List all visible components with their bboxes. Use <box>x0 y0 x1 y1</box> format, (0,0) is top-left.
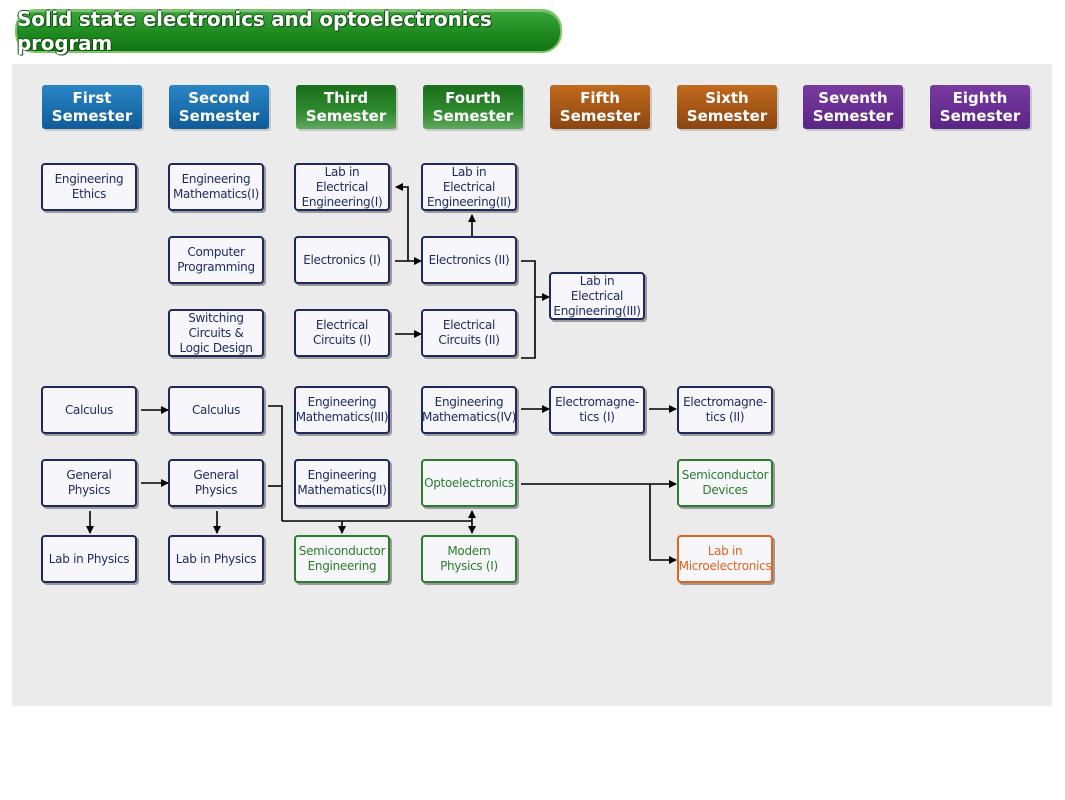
course-engineering-math-4: Engineering Mathematics(IV) <box>421 386 517 434</box>
course-engineering-math-2: Engineering Mathematics(II) <box>294 459 390 507</box>
course-engineering-ethics: Engineering Ethics <box>41 163 137 211</box>
line-calculus2-bus <box>268 405 283 521</box>
course-semiconductor-engineering: Semiconductor Engineering <box>294 535 390 583</box>
course-switching-circuits: Switching Circuits & Logic Design <box>168 309 264 357</box>
course-lab-ee-3: Lab in Electrical Engineering(III) <box>549 272 645 320</box>
course-electromagnetics-2: Electromagne- tics (II) <box>677 386 773 434</box>
course-lab-ee-2: Lab in Electrical Engineering(II) <box>421 163 517 211</box>
course-electronics-1: Electronics (I) <box>294 236 390 284</box>
course-electromagnetics-1: Electromagne- tics (I) <box>549 386 645 434</box>
line-circuits2-lab-ee3 <box>521 297 536 359</box>
course-semiconductor-devices: Semiconductor Devices <box>677 459 773 507</box>
course-calculus-2: Calculus <box>168 386 264 434</box>
program-title-banner: Solid state electronics and optoelectron… <box>15 7 562 55</box>
course-modern-physics-1: Modern Physics (I) <box>421 535 517 583</box>
course-lab-in-physics-1: Lab in Physics <box>41 535 137 583</box>
course-lab-ee-1: Lab in Electrical Engineering(I) <box>294 163 390 211</box>
course-electrical-circuits-2: Electrical Circuits (II) <box>421 309 517 357</box>
arrow-electronics2-lab-ee3 <box>521 260 550 301</box>
course-general-physics-2: General Physics <box>168 459 264 507</box>
course-engineering-math-1: Engineering Mathematics(I) <box>168 163 264 211</box>
course-lab-in-microelectronics: Lab in Microelectronics <box>677 535 773 583</box>
course-electrical-circuits-1: Electrical Circuits (I) <box>294 309 390 357</box>
course-lab-in-physics-2: Lab in Physics <box>168 535 264 583</box>
course-electronics-2: Electronics (II) <box>421 236 517 284</box>
course-engineering-math-3: Engineering Mathematics(III) <box>294 386 390 434</box>
course-calculus-1: Calculus <box>41 386 137 434</box>
arrow-to-lab-ee1 <box>395 183 409 261</box>
arrow-opto-labmicro <box>649 484 677 564</box>
course-general-physics-1: General Physics <box>41 459 137 507</box>
course-optoelectronics: Optoelectronics <box>421 459 517 507</box>
course-computer-programming: Computer Programming <box>168 236 264 284</box>
